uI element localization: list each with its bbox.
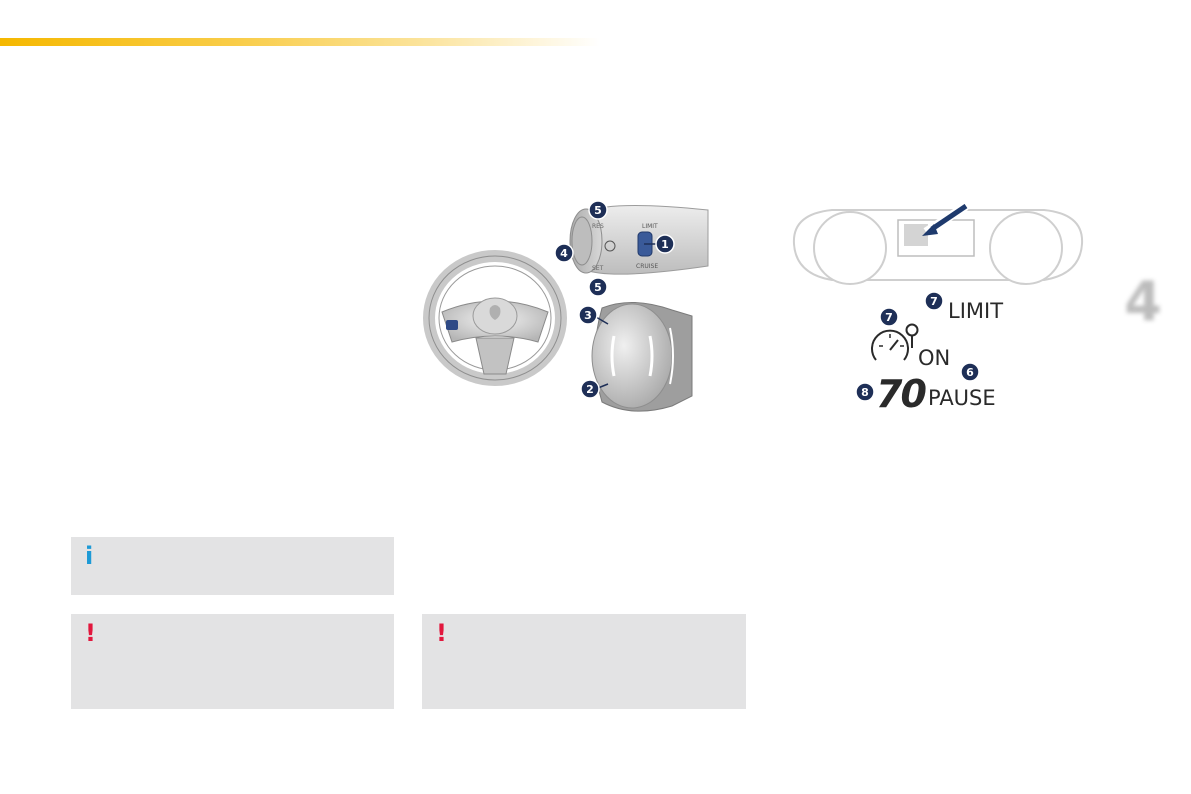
instrument-cluster-figure [788, 204, 1088, 286]
stalk-set-label: SET [592, 265, 604, 272]
callout-6: 6 [960, 362, 980, 382]
steering-wheel-figure [420, 250, 570, 390]
instrument-cluster-outline [792, 204, 1084, 285]
info-icon: i [85, 542, 94, 570]
svg-text:3: 3 [584, 309, 592, 322]
display-on-text: ON [918, 346, 950, 370]
svg-text:7: 7 [930, 295, 938, 308]
warning-notice-box-left: ! [71, 614, 394, 709]
svg-text:7: 7 [885, 311, 893, 324]
header-accent-bar [0, 38, 600, 46]
svg-text:2: 2 [586, 383, 594, 396]
svg-text:5: 5 [594, 204, 602, 217]
stalk-res-label: RES [592, 223, 604, 230]
stalk-limit-label: LIMIT [642, 223, 658, 230]
limit-marker-icon [905, 323, 919, 348]
control-stalk-figure: LIMIT CRUISE RES SET 1 5 4 5 [552, 196, 712, 416]
svg-text:1: 1 [661, 238, 669, 251]
warning-notice-box-right: ! [422, 614, 746, 709]
display-speed-value: 70 [876, 372, 926, 410]
arrow-icon [922, 204, 969, 236]
callout-4: 4 [554, 243, 574, 263]
display-limit-text: LIMIT [948, 299, 1003, 323]
callout-5-top: 5 [588, 200, 608, 220]
callout-5-bottom: 5 [588, 277, 608, 297]
steering-wheel-icon [423, 250, 567, 386]
svg-text:5: 5 [594, 281, 602, 294]
info-notice-box: i [71, 537, 394, 595]
display-legend: 7 LIMIT 7 ON 6 8 70 PAUSE [852, 288, 1012, 410]
control-stalk-illustration: LIMIT CRUISE RES SET 1 5 4 5 [554, 200, 709, 412]
callout-8: 8 [855, 382, 875, 402]
chapter-number: 4 [1124, 270, 1162, 333]
callout-3: 3 [578, 305, 609, 325]
warning-icon: ! [436, 619, 447, 647]
svg-text:8: 8 [861, 386, 869, 399]
callout-1: 1 [644, 234, 675, 254]
warning-icon: ! [85, 619, 96, 647]
speedometer-icon [871, 329, 909, 361]
svg-text:6: 6 [966, 366, 974, 379]
svg-text:4: 4 [560, 247, 568, 260]
display-pause-text: PAUSE [928, 386, 996, 410]
callout-2: 2 [580, 379, 609, 399]
callout-7-speedometer: 7 [879, 307, 899, 327]
stalk-cruise-label: CRUISE [636, 263, 658, 270]
callout-7-limit: 7 [924, 291, 944, 311]
